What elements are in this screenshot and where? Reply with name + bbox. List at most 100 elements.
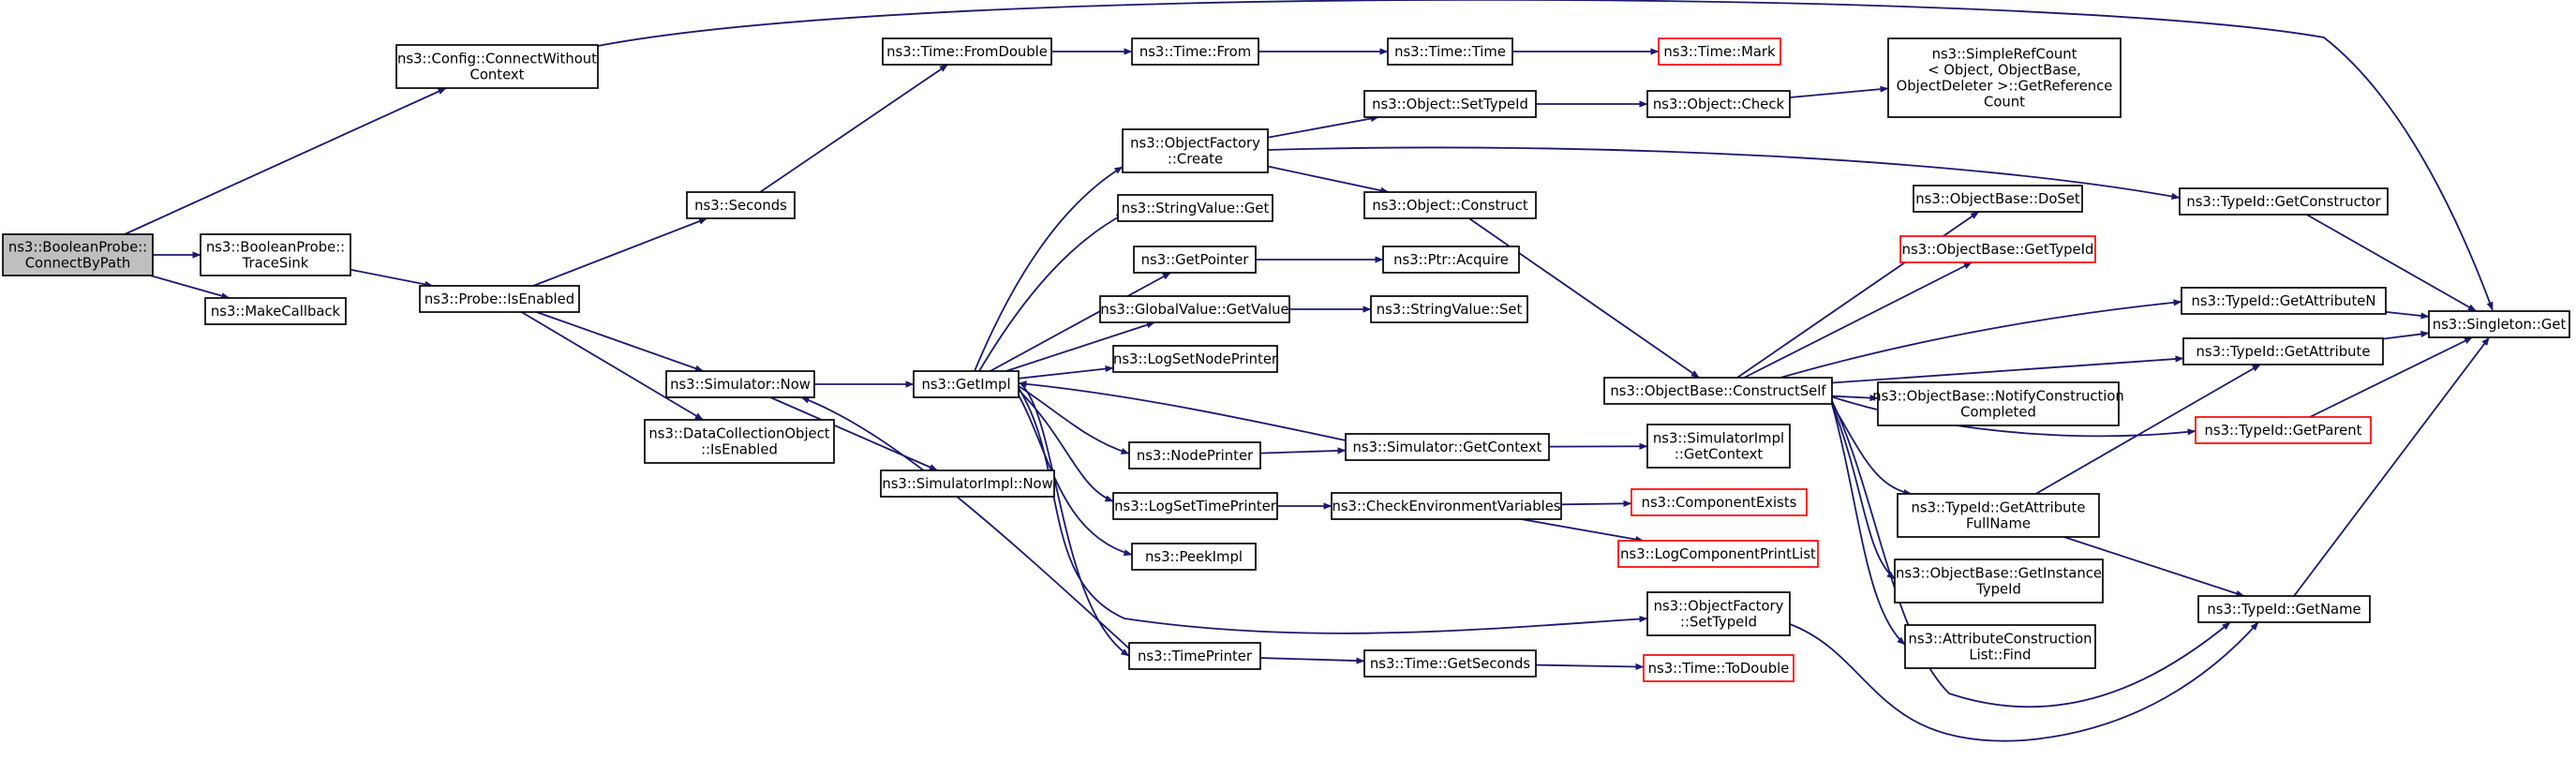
node-label: TraceSink xyxy=(242,256,309,272)
node-label: ns3::TypeId::GetConstructor xyxy=(2186,194,2381,210)
node-box xyxy=(1122,128,1269,173)
node-ptrAcquire[interactable]: ns3::Ptr::Acquire xyxy=(1382,246,1520,274)
node-box xyxy=(1128,441,1261,469)
node-objectBaseDoSet[interactable]: ns3::ObjectBase::DoSet xyxy=(1913,185,2083,213)
node-seconds[interactable]: ns3::Seconds xyxy=(686,191,796,219)
edge-constructSelf-to-getAttribute xyxy=(1831,355,2184,384)
node-timeFromDouble[interactable]: ns3::Time::FromDouble xyxy=(882,37,1052,66)
node-label: ns3::GlobalValue::GetValue xyxy=(1100,302,1288,318)
node-box xyxy=(1363,90,1537,118)
node-label: ns3::Probe::IsEnabled xyxy=(424,291,574,307)
edge-line xyxy=(350,268,434,288)
node-label: ns3::Time::Mark xyxy=(1663,44,1776,60)
node-timePrinter[interactable]: ns3::TimePrinter xyxy=(1128,642,1261,670)
node-logSetNodePrinter[interactable]: ns3::LogSetNodePrinter xyxy=(1112,345,1278,373)
node-label: Context xyxy=(470,67,525,83)
node-simImplNow[interactable]: ns3::SimulatorImpl::Now xyxy=(880,469,1055,498)
node-label: ns3::MakeCallback xyxy=(211,304,341,320)
node-label: ns3::StringValue::Set xyxy=(1377,302,1523,318)
node-timeToDouble[interactable]: ns3::Time::ToDouble xyxy=(1643,654,1794,682)
edge-getImpl-to-getPointer xyxy=(990,272,1171,372)
node-timeTime[interactable]: ns3::Time::Time xyxy=(1387,37,1513,66)
node-simGetContext[interactable]: ns3::Simulator::GetContext xyxy=(1345,433,1550,461)
edge-line xyxy=(597,0,2494,311)
node-componentExists[interactable]: ns3::ComponentExists xyxy=(1630,488,1808,516)
node-objectCheck[interactable]: ns3::Object::Check xyxy=(1646,90,1791,118)
node-box xyxy=(395,44,599,89)
node-label: ns3::TypeId::GetName xyxy=(2207,602,2360,618)
node-box xyxy=(1387,37,1513,66)
node-box xyxy=(1112,345,1278,373)
node-label: ns3::BooleanProbe:: xyxy=(8,240,147,256)
node-getName[interactable]: ns3::TypeId::GetName xyxy=(2197,595,2371,623)
node-box xyxy=(1363,649,1537,678)
edge-getAttributeFullName-to-getName xyxy=(2063,536,2245,597)
edge-constructSelf-to-getName xyxy=(1831,400,2231,708)
node-logSetTimePrinter[interactable]: ns3::LogSetTimePrinter xyxy=(1112,492,1278,520)
node-timeGetSeconds[interactable]: ns3::Time::GetSeconds xyxy=(1363,649,1537,678)
edge-objectConstruct-to-constructSelf xyxy=(1468,217,1700,379)
node-getAttribute[interactable]: ns3::TypeId::GetAttribute xyxy=(2182,337,2384,365)
node-getImpl[interactable]: ns3::GetImpl xyxy=(913,370,1020,398)
edge-timePrinter-to-simulatorNow xyxy=(800,396,1130,649)
node-probeIsEnabled[interactable]: ns3::Probe::IsEnabled xyxy=(419,285,580,313)
node-peekImpl[interactable]: ns3::PeekImpl xyxy=(1131,543,1257,571)
edge-line xyxy=(1743,261,1973,379)
node-getAttributeN[interactable]: ns3::TypeId::GetAttributeN xyxy=(2181,287,2387,315)
node-objFactorySetTypeId[interactable]: ns3::ObjectFactory::SetTypeId xyxy=(1646,591,1791,636)
node-objectSetTypeId[interactable]: ns3::Object::SetTypeId xyxy=(1363,90,1537,118)
node-globalValueGetValue[interactable]: ns3::GlobalValue::GetValue xyxy=(1099,295,1290,323)
edge-getImpl-to-logSetNodePrinter xyxy=(1018,365,1114,380)
node-constructSelf[interactable]: ns3::ObjectBase::ConstructSelf xyxy=(1603,377,1833,405)
node-stringValueSet[interactable]: ns3::StringValue::Set xyxy=(1370,295,1528,323)
node-objectBaseGetTypeId[interactable]: ns3::ObjectBase::GetTypeId xyxy=(1899,235,2096,263)
node-label: ns3::Seconds xyxy=(694,198,787,214)
node-dcoIsEnabled[interactable]: ns3::DataCollectionObject::IsEnabled xyxy=(644,419,835,464)
node-stringValueGet[interactable]: ns3::StringValue::Get xyxy=(1117,194,1273,222)
node-simImplGetContext[interactable]: ns3::SimulatorImpl::GetContext xyxy=(1646,424,1791,469)
edge-getImpl-to-nodePrinter xyxy=(1018,385,1130,455)
node-box xyxy=(1646,90,1791,118)
edge-line xyxy=(1831,394,1879,402)
edge-layer xyxy=(124,0,2494,742)
edge-getParent-to-singletonGet xyxy=(2309,336,2473,418)
node-label: ns3::ObjectBase::GetTypeId xyxy=(1902,242,2094,258)
node-root[interactable]: ns3::BooleanProbe::ConnectByPath xyxy=(2,233,154,276)
node-label: ns3::ObjectBase::NotifyConstruction xyxy=(1872,389,2124,405)
node-notifyConstructionCompleted[interactable]: ns3::ObjectBase::NotifyConstructionCompl… xyxy=(1872,381,2124,426)
edge-line xyxy=(1831,403,1906,646)
node-label: ns3::DataCollectionObject xyxy=(648,426,829,442)
node-box xyxy=(1646,591,1791,636)
edge-line xyxy=(1016,391,1133,557)
node-simpleRefCount[interactable]: ns3::SimpleRefCount< Object, ObjectBase,… xyxy=(1887,37,2122,118)
node-label: ns3::ObjectFactory xyxy=(1654,599,1784,615)
node-box xyxy=(665,370,815,398)
node-objectConstruct[interactable]: ns3::Object::Construct xyxy=(1363,191,1537,219)
node-objFactoryCreate[interactable]: ns3::ObjectFactory::Create xyxy=(1122,128,1269,173)
edge-getConstructor-to-singletonGet xyxy=(2306,214,2477,312)
node-simulatorNow[interactable]: ns3::Simulator::Now xyxy=(665,370,815,398)
edge-line xyxy=(2063,536,2245,597)
node-label: List::Find xyxy=(1969,648,2031,663)
node-timeFrom[interactable]: ns3::Time::From xyxy=(1131,37,1259,66)
node-label: ns3::TypeId::GetAttribute xyxy=(1912,500,2086,516)
node-getConstructor[interactable]: ns3::TypeId::GetConstructor xyxy=(2179,187,2389,216)
node-makeCallback[interactable]: ns3::MakeCallback xyxy=(204,297,347,325)
node-traceSink[interactable]: ns3::BooleanProbe::TraceSink xyxy=(200,233,351,276)
edge-line xyxy=(1018,380,1347,441)
node-nodePrinter[interactable]: ns3::NodePrinter xyxy=(1128,441,1261,469)
node-box xyxy=(2182,337,2384,365)
node-getParent[interactable]: ns3::TypeId::GetParent xyxy=(2195,416,2372,444)
edge-line xyxy=(1005,321,1155,372)
node-label: ns3::Time::ToDouble xyxy=(1648,661,1790,677)
node-timeMark[interactable]: ns3::Time::Mark xyxy=(1658,37,1781,66)
node-getPointer[interactable]: ns3::GetPointer xyxy=(1133,246,1257,274)
node-singletonGet[interactable]: ns3::Singleton::Get xyxy=(2428,310,2570,338)
node-logComponentPrintList[interactable]: ns3::LogComponentPrintList xyxy=(1617,540,1819,568)
node-checkEnvVars[interactable]: ns3::CheckEnvironmentVariables xyxy=(1331,492,1562,520)
edge-line xyxy=(1267,165,1390,194)
